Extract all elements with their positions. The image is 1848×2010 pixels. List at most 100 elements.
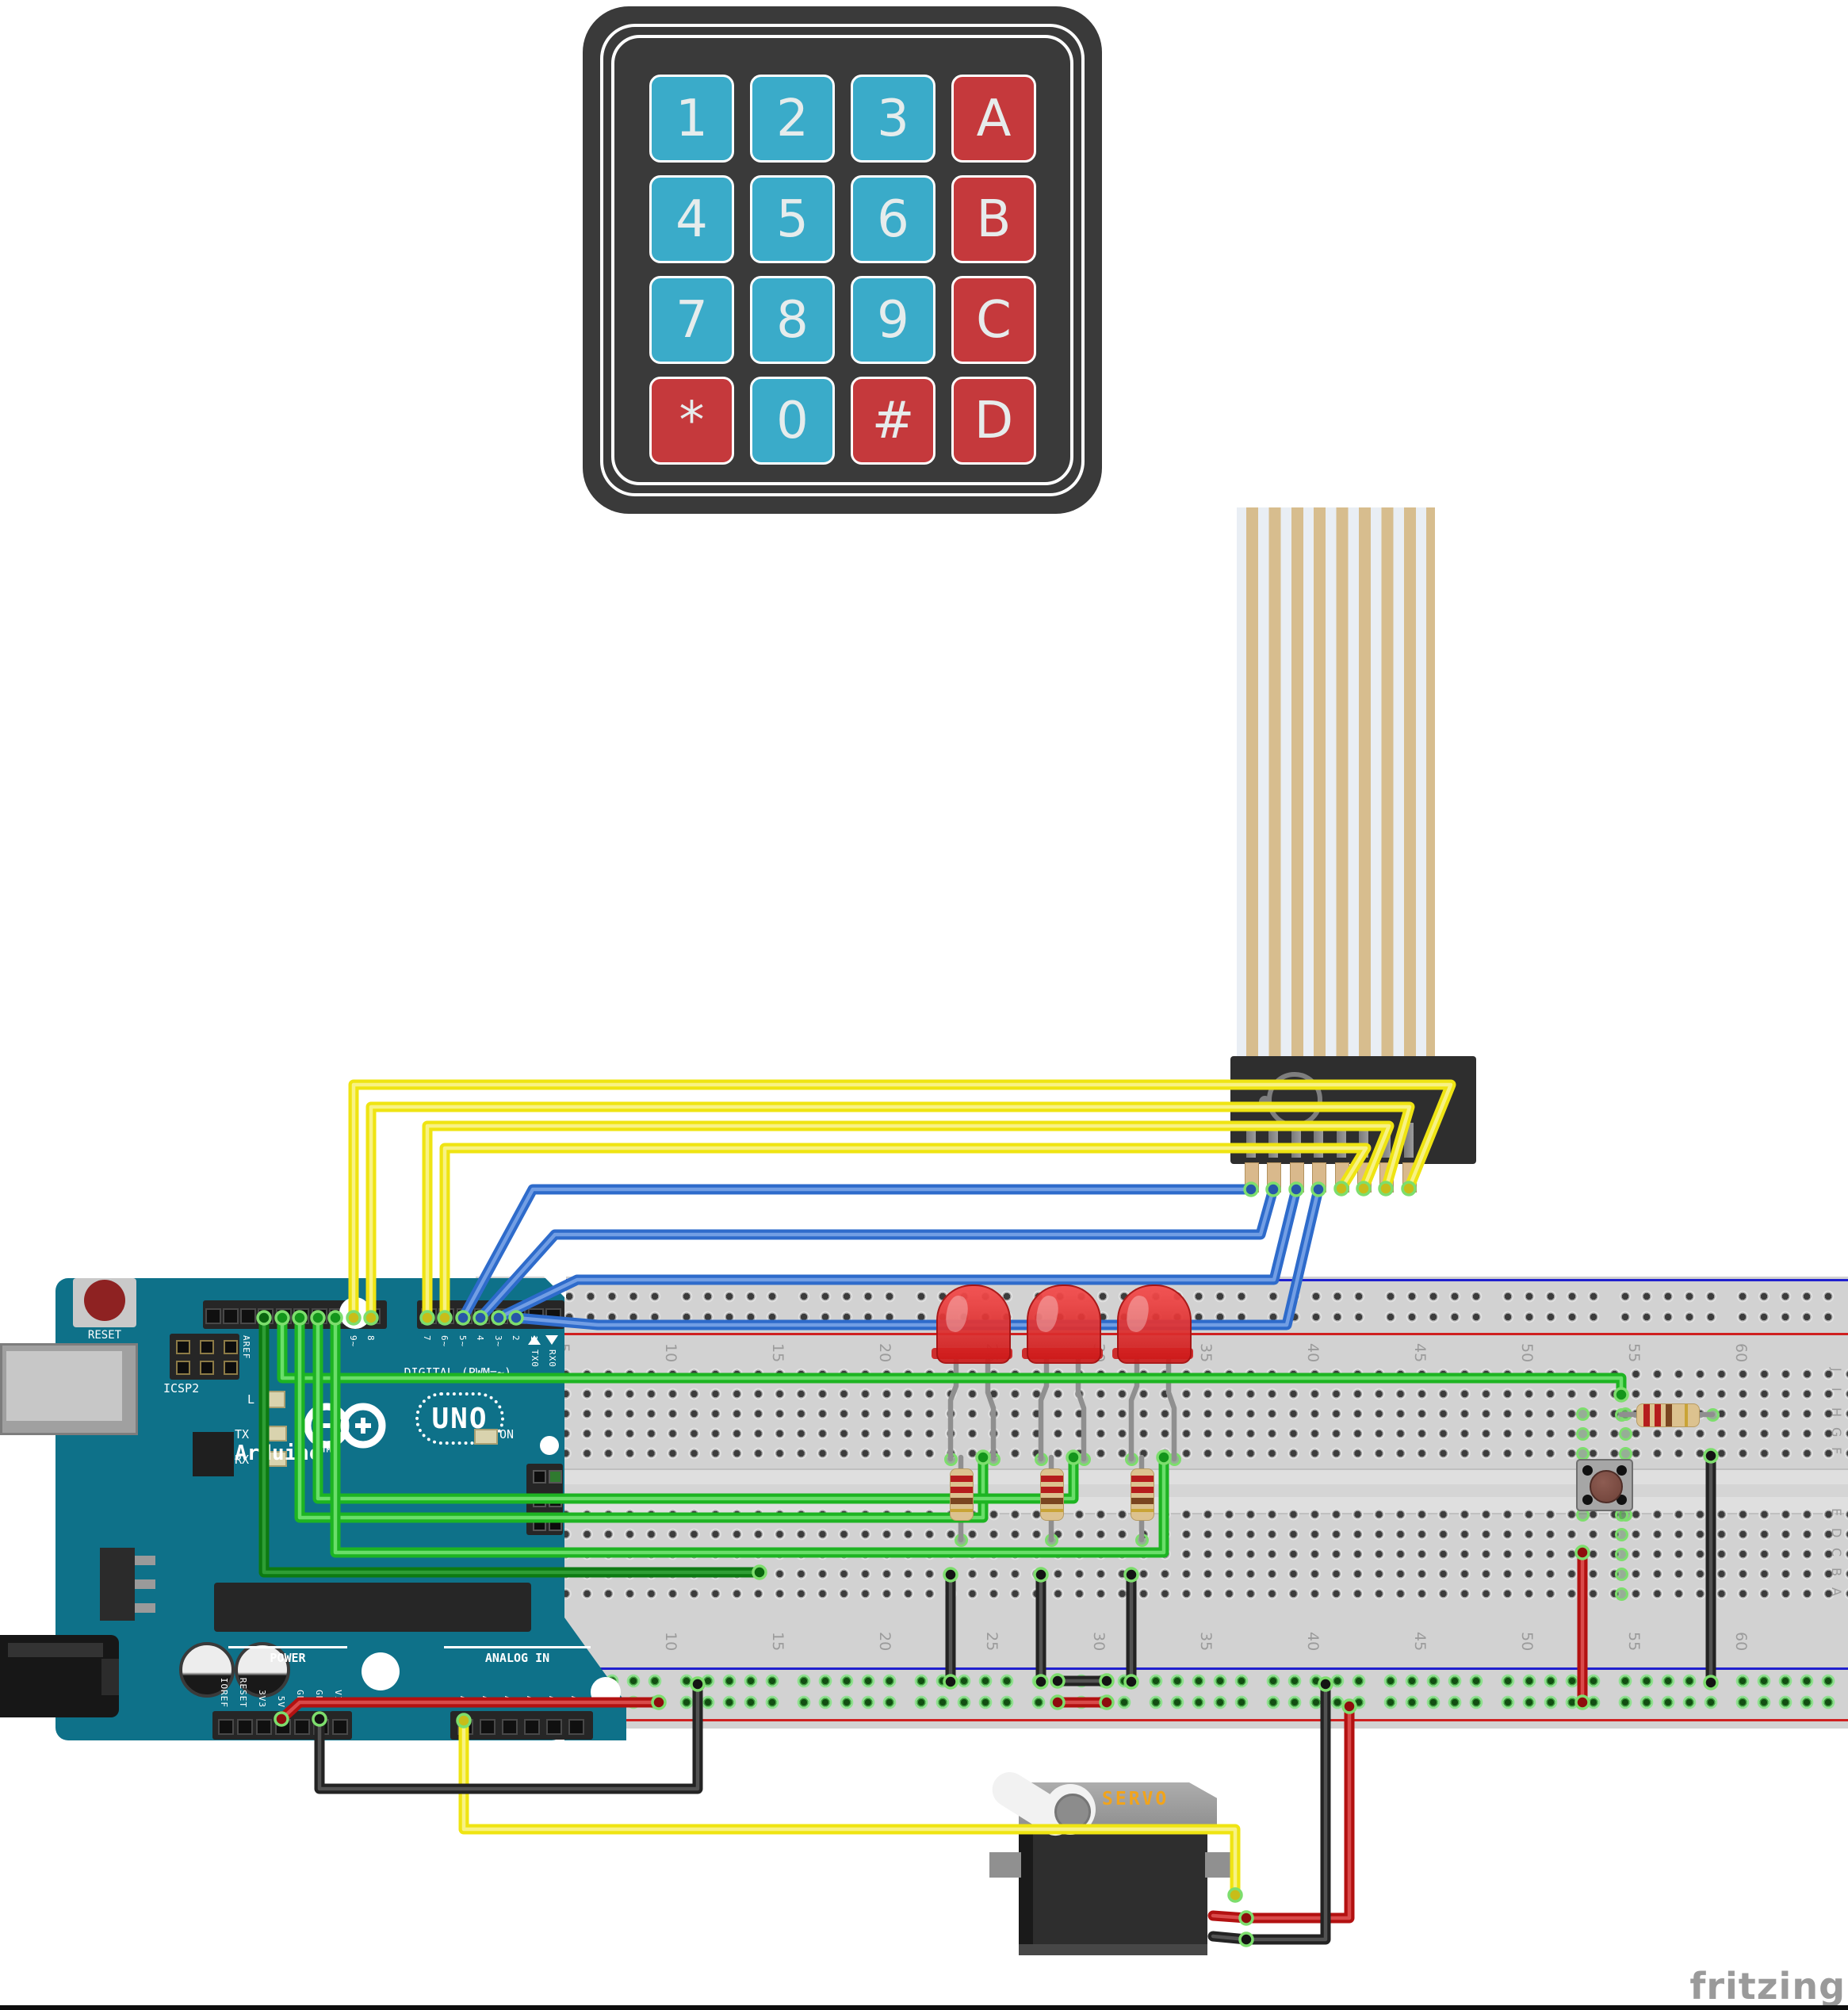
wire-end-wire-keypad-row1-d9[interactable] bbox=[346, 1310, 362, 1326]
icsp2-pin[interactable] bbox=[176, 1361, 190, 1375]
keypad-key-6[interactable]: 6 bbox=[851, 175, 935, 263]
wire-d12-led1[interactable] bbox=[294, 1312, 989, 1523]
wire-end-wire-gnd-green[interactable] bbox=[256, 1310, 272, 1326]
wire-end-wire-d12-led1[interactable] bbox=[975, 1449, 991, 1465]
component-leg[interactable] bbox=[1128, 1354, 1140, 1462]
wire-end-wire-a0-servo-signal[interactable] bbox=[1227, 1887, 1243, 1903]
keypad-key-B[interactable]: B bbox=[951, 175, 1036, 263]
breadboard-bottom-rail-row1[interactable] bbox=[559, 1671, 1848, 1691]
digital-pin[interactable] bbox=[205, 1308, 221, 1324]
wire-end-wire-5v-rail[interactable] bbox=[274, 1711, 289, 1727]
wire-end-wire-keypad-row2-d8[interactable] bbox=[363, 1310, 379, 1326]
component-leg[interactable] bbox=[985, 1354, 997, 1462]
digital-pin[interactable] bbox=[223, 1308, 239, 1324]
keypad-key-4[interactable]: 4 bbox=[649, 175, 734, 263]
keypad-key-9[interactable]: 9 bbox=[851, 276, 935, 364]
wire-end-wire-rail-bridge-red[interactable] bbox=[1099, 1694, 1115, 1710]
wire-end-wire-d11-led2[interactable] bbox=[1066, 1449, 1081, 1465]
wire-end-wire-a0-servo-signal[interactable] bbox=[456, 1713, 472, 1729]
wire-end-wire-d10-led3[interactable] bbox=[327, 1310, 343, 1326]
wire-end-wire-d10-led3[interactable] bbox=[1156, 1449, 1172, 1465]
arduino-uno-board[interactable] bbox=[55, 1278, 564, 1740]
wire-keypad-row2-d8[interactable] bbox=[365, 1101, 1415, 1323]
wire-keypad-col4-d2[interactable] bbox=[511, 1184, 1324, 1330]
wire-end-wire-rail-bridge-black[interactable] bbox=[1099, 1673, 1115, 1689]
icsp-pin[interactable] bbox=[549, 1470, 562, 1484]
wire-end-wire-keypad-col1-d5[interactable] bbox=[455, 1310, 471, 1326]
wire-end-wire-keypad-row4-d6[interactable] bbox=[1333, 1181, 1349, 1196]
analog-pin[interactable] bbox=[480, 1719, 495, 1735]
keypad-key-#[interactable]: # bbox=[851, 377, 935, 465]
wire-end-wire-keypad-col4-d2[interactable] bbox=[508, 1310, 524, 1326]
wire-end-wire-servo-gnd[interactable] bbox=[1318, 1676, 1333, 1692]
wire-end-wire-button-red[interactable] bbox=[1574, 1545, 1590, 1560]
wire-end-wire-keypad-col3-d3[interactable] bbox=[491, 1310, 507, 1326]
analog-pin[interactable] bbox=[524, 1719, 540, 1735]
wire-a0-servo-signal[interactable] bbox=[458, 1715, 1241, 1901]
component-leg[interactable] bbox=[1038, 1354, 1050, 1462]
wire-end-wire-led3-gnd[interactable] bbox=[1123, 1674, 1139, 1690]
wire-end-wire-gnd-black[interactable] bbox=[312, 1711, 327, 1727]
component-leg[interactable] bbox=[1075, 1354, 1087, 1462]
breadboard-top-rail-row1[interactable] bbox=[559, 1286, 1848, 1307]
wire-end-wire-rail-bridge-red[interactable] bbox=[1050, 1694, 1066, 1710]
power-pin[interactable] bbox=[332, 1719, 348, 1735]
power-pin[interactable] bbox=[218, 1719, 234, 1735]
led-red-3[interactable] bbox=[1117, 1284, 1192, 1364]
resistor-220-button[interactable] bbox=[1636, 1403, 1700, 1427]
servo-body[interactable] bbox=[1019, 1828, 1207, 1955]
component-leg[interactable] bbox=[1165, 1354, 1177, 1462]
wire-end-wire-keypad-col1-d5[interactable] bbox=[1243, 1181, 1259, 1197]
icsp-pin[interactable] bbox=[533, 1470, 546, 1484]
wire-end-wire-keypad-row1-d9[interactable] bbox=[1401, 1181, 1417, 1196]
wire-end-wire-button-gnd[interactable] bbox=[1703, 1448, 1719, 1464]
analog-pin[interactable] bbox=[502, 1719, 518, 1735]
wire-end-wire-keypad-row2-d8[interactable] bbox=[1378, 1181, 1394, 1196]
wire-end-wire-keypad-col4-d2[interactable] bbox=[1310, 1181, 1326, 1197]
wire-end-wire-keypad-col2-d4[interactable] bbox=[473, 1310, 488, 1326]
analog-pin[interactable] bbox=[546, 1719, 562, 1735]
wire-end-wire-led2-gnd[interactable] bbox=[1033, 1674, 1049, 1690]
digital-pin[interactable] bbox=[240, 1308, 256, 1324]
wire-end-wire-servo-power[interactable] bbox=[1238, 1910, 1254, 1926]
keypad-key-*[interactable]: * bbox=[649, 377, 734, 465]
wire-end-wire-d11-led2[interactable] bbox=[310, 1310, 326, 1326]
pushbutton-cap[interactable] bbox=[1590, 1470, 1623, 1503]
component-leg[interactable] bbox=[947, 1354, 959, 1462]
wire-servo-gnd[interactable] bbox=[1207, 1679, 1331, 1945]
wire-end-wire-servo-power[interactable] bbox=[1341, 1698, 1357, 1714]
wire-end-wire-led1-gnd[interactable] bbox=[943, 1674, 958, 1690]
keypad-key-C[interactable]: C bbox=[951, 276, 1036, 364]
wire-end-wire-rail-bridge-black[interactable] bbox=[1050, 1673, 1066, 1689]
wire-end-wire-d13-button[interactable] bbox=[274, 1310, 290, 1326]
wire-end-wire-gnd-black[interactable] bbox=[690, 1676, 706, 1692]
wire-end-wire-servo-gnd[interactable] bbox=[1238, 1932, 1254, 1947]
wire-end-wire-keypad-row4-d6[interactable] bbox=[437, 1310, 453, 1326]
breadboard-row-G[interactable] bbox=[469, 1423, 1848, 1444]
wire-end-wire-button-red[interactable] bbox=[1574, 1694, 1590, 1710]
keypad-key-D[interactable]: D bbox=[951, 377, 1036, 465]
wire-end-wire-5v-rail[interactable] bbox=[651, 1694, 667, 1710]
wire-end-wire-button-gnd[interactable] bbox=[1703, 1675, 1719, 1690]
wire-end-wire-led1-gnd[interactable] bbox=[943, 1567, 958, 1583]
wire-keypad-row3-d7[interactable] bbox=[422, 1120, 1395, 1323]
icsp2-pin[interactable] bbox=[176, 1340, 190, 1354]
keypad-key-5[interactable]: 5 bbox=[750, 175, 835, 263]
icsp2-pin[interactable] bbox=[200, 1340, 214, 1354]
keypad-ribbon-cable[interactable] bbox=[1237, 507, 1435, 1059]
power-pin[interactable] bbox=[294, 1719, 310, 1735]
pushbutton[interactable] bbox=[1576, 1459, 1633, 1511]
wire-end-wire-keypad-row3-d7[interactable] bbox=[1356, 1181, 1372, 1196]
resistor-220-led1[interactable] bbox=[950, 1468, 974, 1521]
wire-end-wire-gnd-green[interactable] bbox=[752, 1564, 767, 1580]
keypad-key-8[interactable]: 8 bbox=[750, 276, 835, 364]
reset-button-cap[interactable] bbox=[84, 1280, 125, 1321]
wire-end-wire-keypad-col2-d4[interactable] bbox=[1265, 1181, 1281, 1197]
keypad-key-2[interactable]: 2 bbox=[750, 75, 835, 163]
keypad-key-1[interactable]: 1 bbox=[649, 75, 734, 163]
resistor-220-led3[interactable] bbox=[1131, 1468, 1154, 1521]
keypad-key-3[interactable]: 3 bbox=[851, 75, 935, 163]
wire-end-wire-led2-gnd[interactable] bbox=[1033, 1567, 1049, 1583]
breadboard-bottom-rail-row2[interactable] bbox=[559, 1692, 1848, 1713]
led-red-1[interactable] bbox=[936, 1284, 1011, 1364]
